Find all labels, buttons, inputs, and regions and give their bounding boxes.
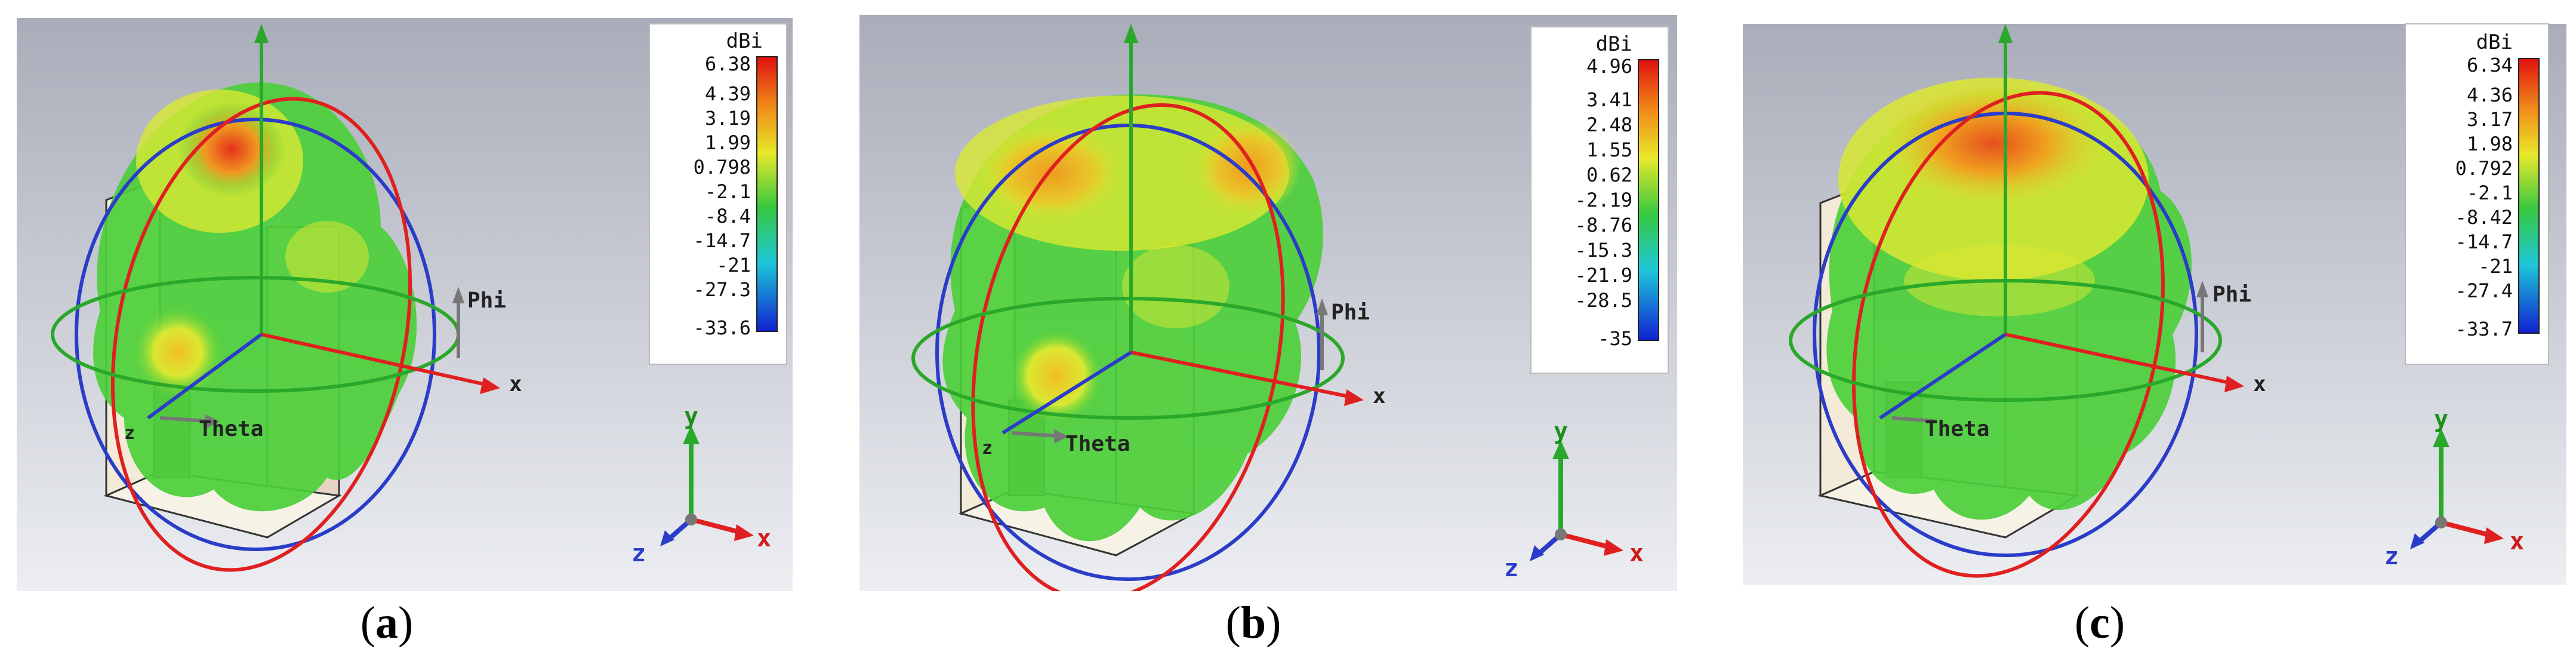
x-axis-label: x (2253, 372, 2266, 396)
field-rings (911, 103, 1345, 591)
theta-label: Theta (199, 417, 263, 441)
triad-z-label: z (2384, 543, 2399, 570)
subfigure-label-a: (a) (360, 598, 414, 648)
colorbar-tick: 3.41 (1586, 88, 1632, 111)
orientation-triad: y x z (2384, 405, 2524, 570)
colorbar-tick: -35 (1598, 327, 1632, 350)
pattern-axes (147, 24, 500, 429)
colorbar-tick: -27.4 (2455, 279, 2513, 302)
x-axis-label: x (1373, 384, 1386, 408)
colorbar-tick: -28.5 (1575, 289, 1632, 312)
colorbar-tick: -33.7 (2455, 318, 2513, 340)
theta-label: Theta (1925, 417, 1989, 441)
colorbar-tick: -21.9 (1575, 264, 1632, 287)
panel-c-canvas: Phi x Theta dBi 6.34 4.36 3.17 1.98 0.79… (1743, 23, 2566, 585)
panel-b-canvas: Phi x Theta z dBi 4.96 3.41 2.48 1.55 0.… (859, 15, 1677, 591)
triad-y-label: y (2434, 405, 2448, 433)
panel-a: Phi x Theta z dBi 6.38 4.39 3.19 1.99 0.… (17, 0, 793, 591)
colorbar-tick: -15.3 (1575, 239, 1632, 262)
orientation-triad: y x z (631, 402, 771, 567)
x-axis-label: x (509, 372, 522, 396)
colorbar-tick: -33.6 (694, 316, 751, 339)
colorbar-tick: -2.1 (705, 180, 751, 203)
pattern-axes (1002, 24, 1364, 444)
colorbar-scale (1638, 59, 1659, 341)
phi-label: Phi (2213, 282, 2251, 307)
colorbar-tick: -21 (2478, 255, 2513, 278)
colorbar-tick: 2.48 (1586, 113, 1632, 136)
colorbar-tick: 1.99 (705, 131, 751, 154)
subfigure-label-c: (c) (2074, 598, 2125, 648)
colorbar-scale (2518, 58, 2540, 334)
radiation-pattern-3d (942, 94, 1323, 542)
colorbar: dBi 6.34 4.36 3.17 1.98 0.792 -2.1 -8.42… (2405, 23, 2549, 365)
colorbar-tick: -14.7 (2455, 230, 2513, 253)
colorbar-tick: 4.39 (705, 82, 751, 105)
colorbar-tick: 1.98 (2467, 133, 2513, 155)
triad-z-label: z (631, 540, 646, 567)
triad-x-label: x (2510, 528, 2524, 555)
panel-c: Phi x Theta dBi 6.34 4.36 3.17 1.98 0.79… (1743, 0, 2566, 585)
colorbar-tick: 0.798 (694, 156, 751, 179)
pattern-axes (1879, 24, 2244, 423)
colorbar-tick: -2.1 (2467, 182, 2513, 204)
colorbar-tick: -8.42 (2455, 206, 2513, 229)
colorbar-unit: dBi (726, 29, 763, 53)
colorbar-tick: 3.19 (705, 107, 751, 130)
colorbar: dBi 4.96 3.41 2.48 1.55 0.62 -2.19 -8.76… (1530, 26, 1669, 374)
radiation-pattern-3d (1826, 78, 2192, 520)
colorbar-tick: -21 (716, 254, 751, 276)
colorbar-scale (756, 56, 778, 332)
triad-x-label: x (1629, 540, 1644, 567)
colorbar-tick: 4.36 (2467, 84, 2513, 106)
orientation-triad: y x z (1504, 417, 1644, 582)
colorbar-unit: dBi (2476, 30, 2513, 54)
colorbar-tick: -14.7 (694, 229, 751, 252)
colorbar-tick: -2.19 (1575, 189, 1632, 211)
triad-x-label: x (757, 525, 771, 552)
colorbar-tick: 0.792 (2455, 157, 2513, 180)
panel-a-canvas: Phi x Theta z dBi 6.38 4.39 3.19 1.99 0.… (17, 18, 793, 591)
z-axis-label: z (982, 438, 993, 459)
colorbar-tick: -27.3 (694, 278, 751, 301)
triad-y-label: y (684, 402, 698, 430)
colorbar-tick: 6.38 (705, 53, 751, 75)
colorbar-unit: dBi (1596, 32, 1632, 56)
panel-b: Phi x Theta z dBi 4.96 3.41 2.48 1.55 0.… (859, 0, 1677, 591)
colorbar-tick: 4.96 (1586, 55, 1632, 78)
colorbar-tick: -8.76 (1575, 214, 1632, 236)
colorbar-tick: 3.17 (2467, 108, 2513, 131)
phi-label: Phi (1331, 300, 1370, 325)
subfigure-label-b: (b) (1225, 598, 1281, 648)
colorbar: dBi 6.38 4.39 3.19 1.99 0.798 -2.1 -8.4 … (649, 23, 787, 365)
colorbar-tick: 1.55 (1586, 139, 1632, 161)
z-axis-label: z (124, 423, 135, 444)
triad-z-label: z (1504, 555, 1518, 582)
colorbar-tick: 0.62 (1586, 164, 1632, 186)
triad-y-label: y (1554, 417, 1568, 445)
phi-label: Phi (467, 288, 506, 313)
theta-label: Theta (1065, 432, 1130, 456)
colorbar-tick: -8.4 (705, 205, 751, 228)
colorbar-tick: 6.34 (2467, 54, 2513, 76)
